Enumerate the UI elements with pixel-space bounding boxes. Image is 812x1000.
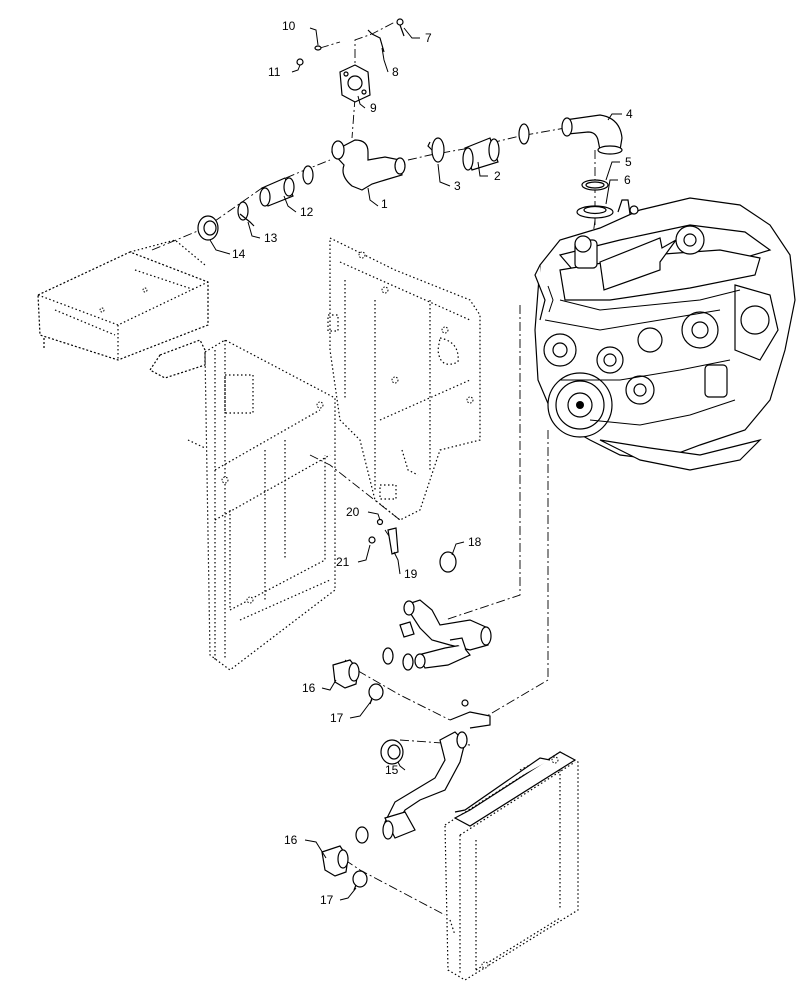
callout-5: 5 [625, 155, 632, 169]
part-21-nut [368, 536, 376, 544]
part-9-bracket [339, 64, 371, 103]
callout-leaders [209, 27, 622, 901]
callout-20: 20 [346, 505, 360, 519]
callout-17-upper: 17 [330, 711, 344, 725]
callout-21: 21 [336, 555, 350, 569]
part-17-clamp-lower [352, 870, 368, 891]
part-10-washer [314, 45, 322, 51]
part-14-sleeve [197, 215, 219, 241]
center-shroud-panel [327, 237, 481, 521]
part-13-clamp [237, 201, 255, 227]
clamp-right [518, 123, 530, 145]
clamp-lower-a [355, 826, 369, 844]
charge-air-cooler [37, 239, 209, 379]
callout-8: 8 [392, 65, 399, 79]
callout-12: 12 [300, 205, 314, 219]
part-8-bracket [367, 29, 385, 53]
callout-6: 6 [624, 173, 631, 187]
callout-13: 13 [264, 231, 278, 245]
part-18-clamp [439, 551, 457, 573]
part-2-coupler [462, 137, 500, 171]
mid-hose-assembly [399, 599, 492, 669]
callout-3: 3 [454, 179, 461, 193]
callout-19: 19 [404, 567, 418, 581]
part-1-hose [331, 139, 406, 191]
left-frame-panel [187, 339, 336, 671]
callout-10: 10 [282, 19, 296, 33]
part-3-clamp [427, 137, 445, 163]
callout-11: 11 [268, 65, 281, 79]
part-19-bracket [387, 527, 399, 555]
callout-2: 2 [494, 169, 501, 183]
callout-14: 14 [232, 247, 246, 261]
part-20-bolt [376, 518, 384, 526]
callout-18: 18 [468, 535, 482, 549]
part-17-clamp-upper [368, 683, 384, 705]
part-7-bolt [396, 18, 405, 37]
clamp-upper-left [302, 165, 314, 185]
callout-1: 1 [381, 197, 388, 211]
part-16-elbow-upper [332, 659, 360, 689]
callout-7: 7 [425, 31, 432, 45]
callout-16-upper: 16 [302, 681, 316, 695]
part-4-elbow [561, 114, 623, 155]
callout-16-lower: 16 [284, 833, 298, 847]
callout-labels: 1 2 3 4 5 6 7 8 9 10 11 12 13 14 15 16 1… [232, 19, 633, 907]
part-6-flange-gasket [576, 205, 614, 219]
callout-17-lower: 17 [320, 893, 334, 907]
callout-4: 4 [626, 107, 633, 121]
part-5-o-ring [581, 179, 609, 191]
part-11-bolt [296, 58, 304, 66]
radiator [444, 751, 579, 981]
clamp-mid-b [402, 653, 414, 671]
callout-9: 9 [370, 101, 377, 115]
lower-hose-assembly [382, 699, 491, 840]
callout-15: 15 [385, 763, 399, 777]
part-12-coupler [259, 177, 295, 207]
part-15-sleeve [380, 739, 404, 765]
clamp-mid-a [382, 647, 394, 665]
engine-assembly [534, 197, 796, 471]
part-16-elbow-lower [321, 845, 349, 877]
